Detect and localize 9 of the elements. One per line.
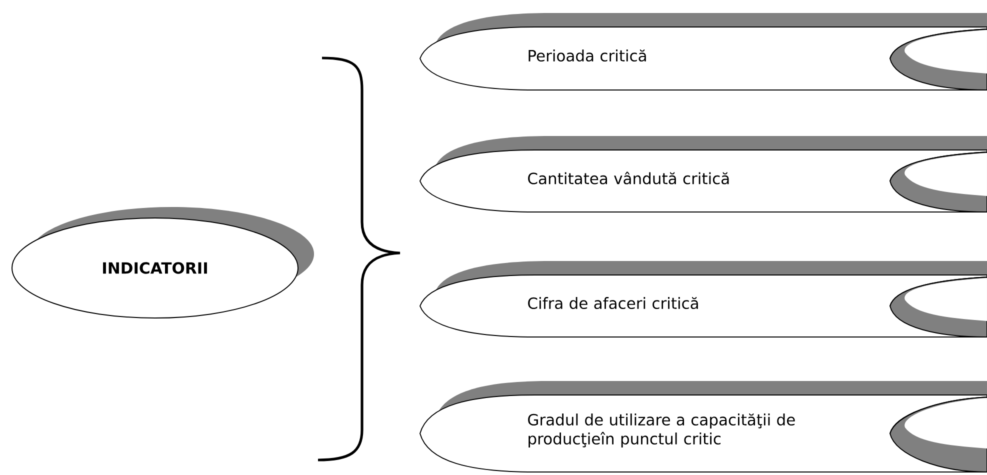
banner-node: Cantitatea vândută critică	[420, 136, 987, 212]
node-label: Gradul de utilizare a capacităţii de producţieîn punctul critic	[528, 413, 795, 448]
node-label: Cifra de afaceri critică	[528, 296, 698, 310]
ellipse-node: INDICATORII	[12, 207, 314, 318]
banner-node: Perioada critică	[420, 13, 987, 90]
node-label: Cantitatea vândută critică	[528, 172, 729, 184]
node-label: Perioada critică	[528, 49, 646, 62]
banner-node: Gradul de utilizare a capacităţii de producţieîn punctul critic	[420, 381, 987, 472]
banner-node: Cifra de afaceri critică	[420, 261, 987, 338]
